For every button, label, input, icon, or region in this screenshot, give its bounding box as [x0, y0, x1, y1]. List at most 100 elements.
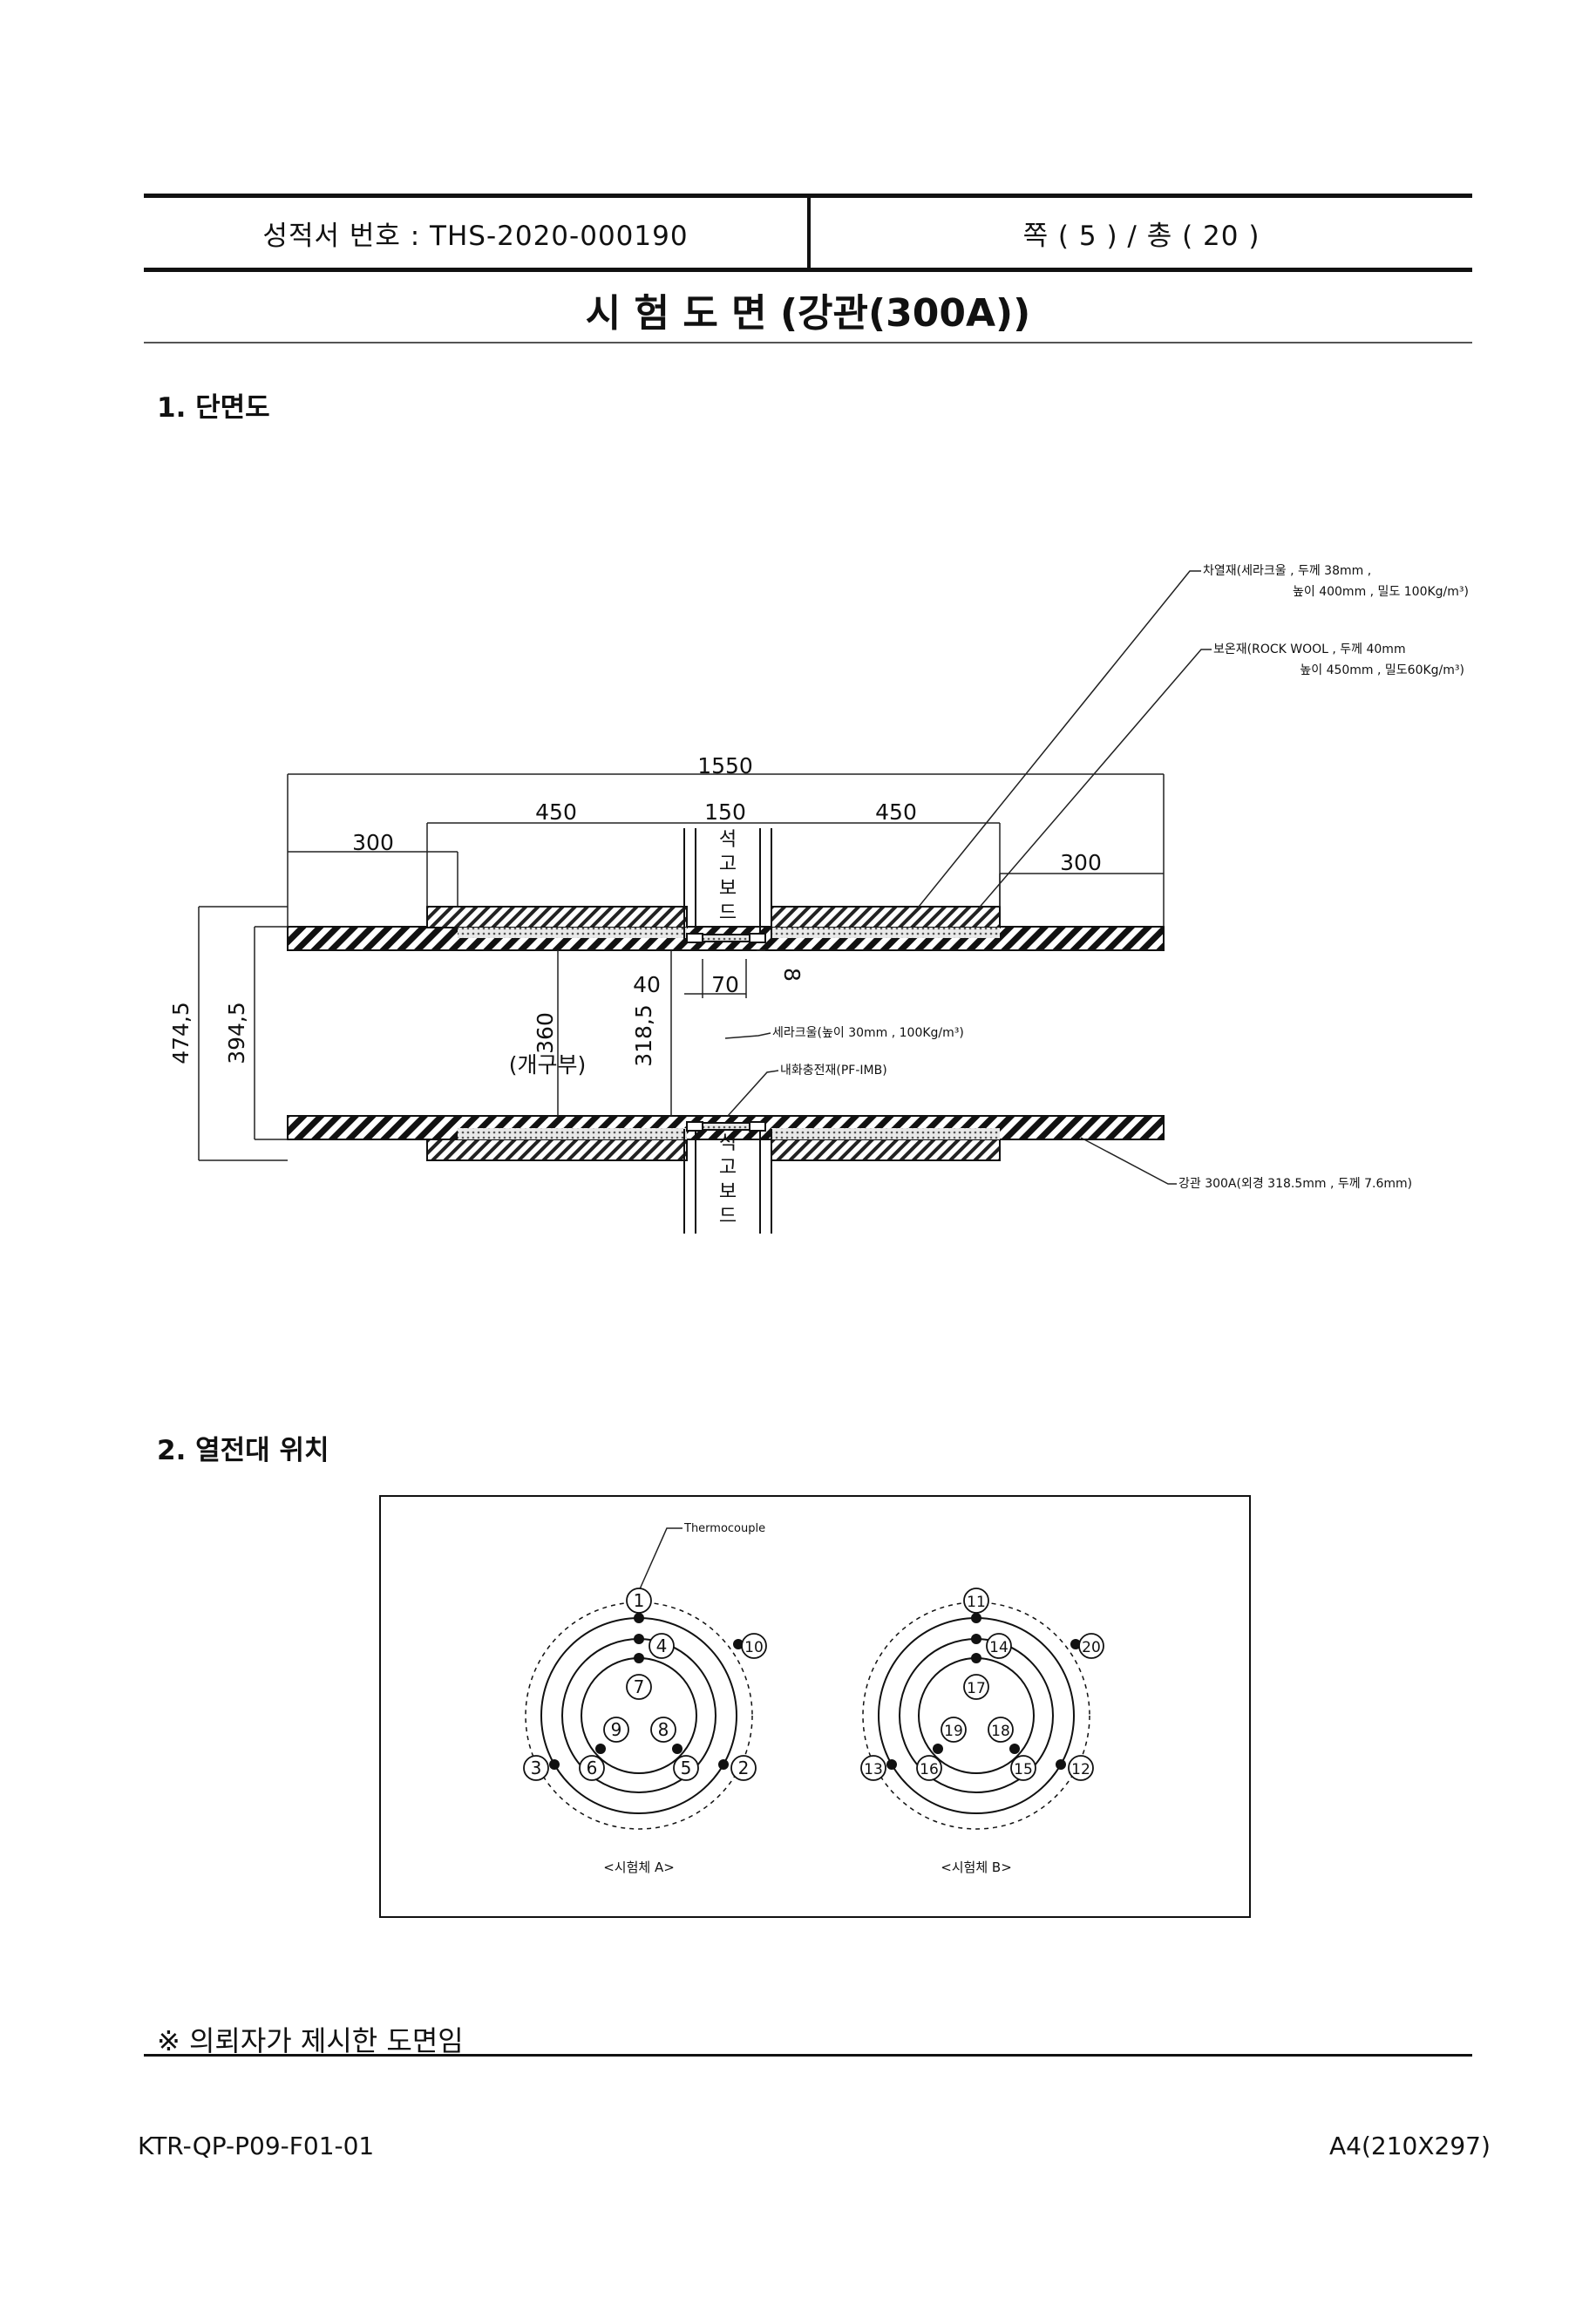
board-char: 드	[719, 1206, 737, 1227]
dim-left-insul: 450	[535, 799, 577, 825]
thermocouple-number: 3	[531, 1758, 542, 1778]
thermocouple-number: 1	[634, 1590, 645, 1611]
dim-total: 1550	[697, 753, 753, 779]
header-divider	[807, 194, 811, 272]
bottom-insulation	[426, 1128, 1001, 1161]
callout-ceramic-fill: 세라크울(높이 30mm , 100Kg/m³)	[772, 1026, 964, 1040]
thermocouple-dot	[718, 1759, 729, 1770]
client-note: ※ 의뢰자가 제시한 도면임	[157, 2024, 464, 2057]
thermocouple-number: 14	[989, 1639, 1009, 1656]
board-char: 석	[719, 1132, 737, 1154]
thermocouple-dot	[1009, 1744, 1020, 1754]
cross-section-drawing: 1550 450 150 450 300 300 40 70 (개구부) 474…	[168, 564, 1469, 1234]
callout-fire-filler: 내화충전재(PF-IMB)	[780, 1064, 887, 1078]
dim-70: 70	[711, 972, 739, 997]
dim-insul-dia: 394,5	[224, 1002, 249, 1064]
dim-center: 150	[704, 799, 746, 825]
dim-opening: 360	[533, 1012, 558, 1054]
callout-rockwool-1: 보온재(ROCK WOOL , 두께 40mm	[1213, 643, 1406, 656]
thermocouple-dot	[971, 1653, 981, 1663]
thermocouple-dot	[634, 1613, 644, 1623]
report-number: 성적서 번호 : THS-2020-000190	[262, 220, 689, 252]
specimen-b-label: <시험체 B>	[941, 1860, 1012, 1875]
thermocouple-marker	[963, 1588, 989, 1614]
thermocouple-number: 8	[658, 1719, 669, 1740]
top-insulation	[426, 906, 1001, 938]
thermocouple-drawing: Thermocouple 123456789101112131415161718…	[379, 1495, 1251, 1918]
thermocouple-number: 12	[1071, 1761, 1090, 1778]
board-char: 고	[719, 1157, 737, 1179]
dim-outer-dia: 474,5	[168, 1002, 194, 1064]
gypsum-board	[683, 828, 772, 1234]
board-char: 드	[719, 902, 737, 924]
thermocouple-number: 15	[1014, 1761, 1033, 1778]
leader-lines	[724, 570, 1212, 1185]
board-char: 석	[719, 829, 737, 851]
thermocouple-marker	[860, 1755, 886, 1781]
thermocouple-number: 7	[634, 1676, 645, 1697]
dimension-lines	[198, 773, 1165, 1161]
thermocouple-marker	[626, 1588, 652, 1614]
callout-rockwool-2: 높이 450mm , 밀도60Kg/m³)	[1300, 663, 1464, 677]
dim-40: 40	[633, 972, 661, 997]
thermocouple-dot	[672, 1744, 683, 1754]
thermocouple-number: 4	[656, 1635, 668, 1656]
thermocouple-dot	[634, 1653, 644, 1663]
page-info: 쪽 ( 5 ) / 총 ( 20 )	[1022, 220, 1260, 252]
dim-right-end: 300	[1060, 850, 1102, 875]
thermocouple-dot	[971, 1613, 981, 1623]
thermocouple-dot	[634, 1634, 644, 1644]
board-char: 보	[719, 878, 737, 900]
thermocouple-number: 20	[1082, 1639, 1101, 1656]
specimen-a-label: <시험체 A>	[603, 1860, 675, 1875]
thermocouple-number: 9	[611, 1719, 622, 1740]
thermocouple-marker	[741, 1633, 767, 1659]
callout-ceramic-1: 차열재(세라크울 , 두께 38mm ,	[1203, 564, 1371, 578]
board-char: 보	[719, 1181, 737, 1203]
dim-opening-label: (개구부)	[509, 1052, 587, 1078]
thermocouple-dot	[549, 1759, 560, 1770]
thermocouple-number: 2	[738, 1758, 750, 1778]
thermocouple-number: 13	[864, 1761, 883, 1778]
thermocouple-marker	[603, 1717, 629, 1743]
thermocouple-marker	[523, 1755, 549, 1781]
paper-size: A4(210X297)	[1329, 2132, 1491, 2160]
thermocouple-dot	[1070, 1639, 1081, 1649]
thermocouple-marker	[650, 1717, 676, 1743]
page-title: 시 험 도 면 (강관(300A))	[585, 291, 1031, 336]
thermocouple-dot	[971, 1634, 981, 1644]
note-rule	[144, 2054, 1472, 2057]
thermocouple-marker	[963, 1674, 989, 1700]
thermocouple-number: 16	[920, 1761, 939, 1778]
thermocouple-number: 17	[967, 1680, 986, 1697]
thermocouple-label: Thermocouple	[683, 1522, 765, 1535]
board-labels: 석 고 보 드 석 고 보 드	[719, 829, 737, 1227]
dim-pipe-od: 318,5	[631, 1004, 656, 1067]
dim-right-insul: 450	[875, 799, 917, 825]
board-char: 고	[719, 853, 737, 875]
thermocouple-marker	[916, 1755, 942, 1781]
thermocouple-number: 6	[587, 1758, 598, 1778]
thermocouple-dot	[1056, 1759, 1066, 1770]
thermocouple-marker	[673, 1755, 699, 1781]
thermocouple-number: 19	[944, 1723, 963, 1740]
thermocouple-marker	[941, 1717, 967, 1743]
title-rule	[144, 342, 1472, 343]
thermocouple-number: 10	[744, 1639, 764, 1656]
thermocouple-number: 11	[967, 1594, 986, 1611]
thermocouple-marker	[988, 1717, 1014, 1743]
callout-steel-pipe: 강관 300A(외경 318.5mm , 두께 7.6mm)	[1178, 1177, 1412, 1191]
thermocouple-dot	[886, 1759, 897, 1770]
callout-ceramic-2: 높이 400mm , 밀도 100Kg/m³)	[1293, 585, 1469, 599]
thermocouple-marker	[1010, 1755, 1036, 1781]
dim-8: 8	[779, 968, 805, 982]
thermocouple-marker	[649, 1633, 675, 1659]
thermocouple-dot	[595, 1744, 606, 1754]
thermocouple-dot	[733, 1639, 744, 1649]
thermocouple-marker	[730, 1755, 757, 1781]
thermocouple-marker	[986, 1633, 1012, 1659]
thermocouple-marker	[626, 1674, 652, 1700]
thermocouple-number: 5	[681, 1758, 692, 1778]
section2-heading: 2. 열전대 위치	[157, 1435, 329, 1466]
thermocouple-dot	[933, 1744, 943, 1754]
